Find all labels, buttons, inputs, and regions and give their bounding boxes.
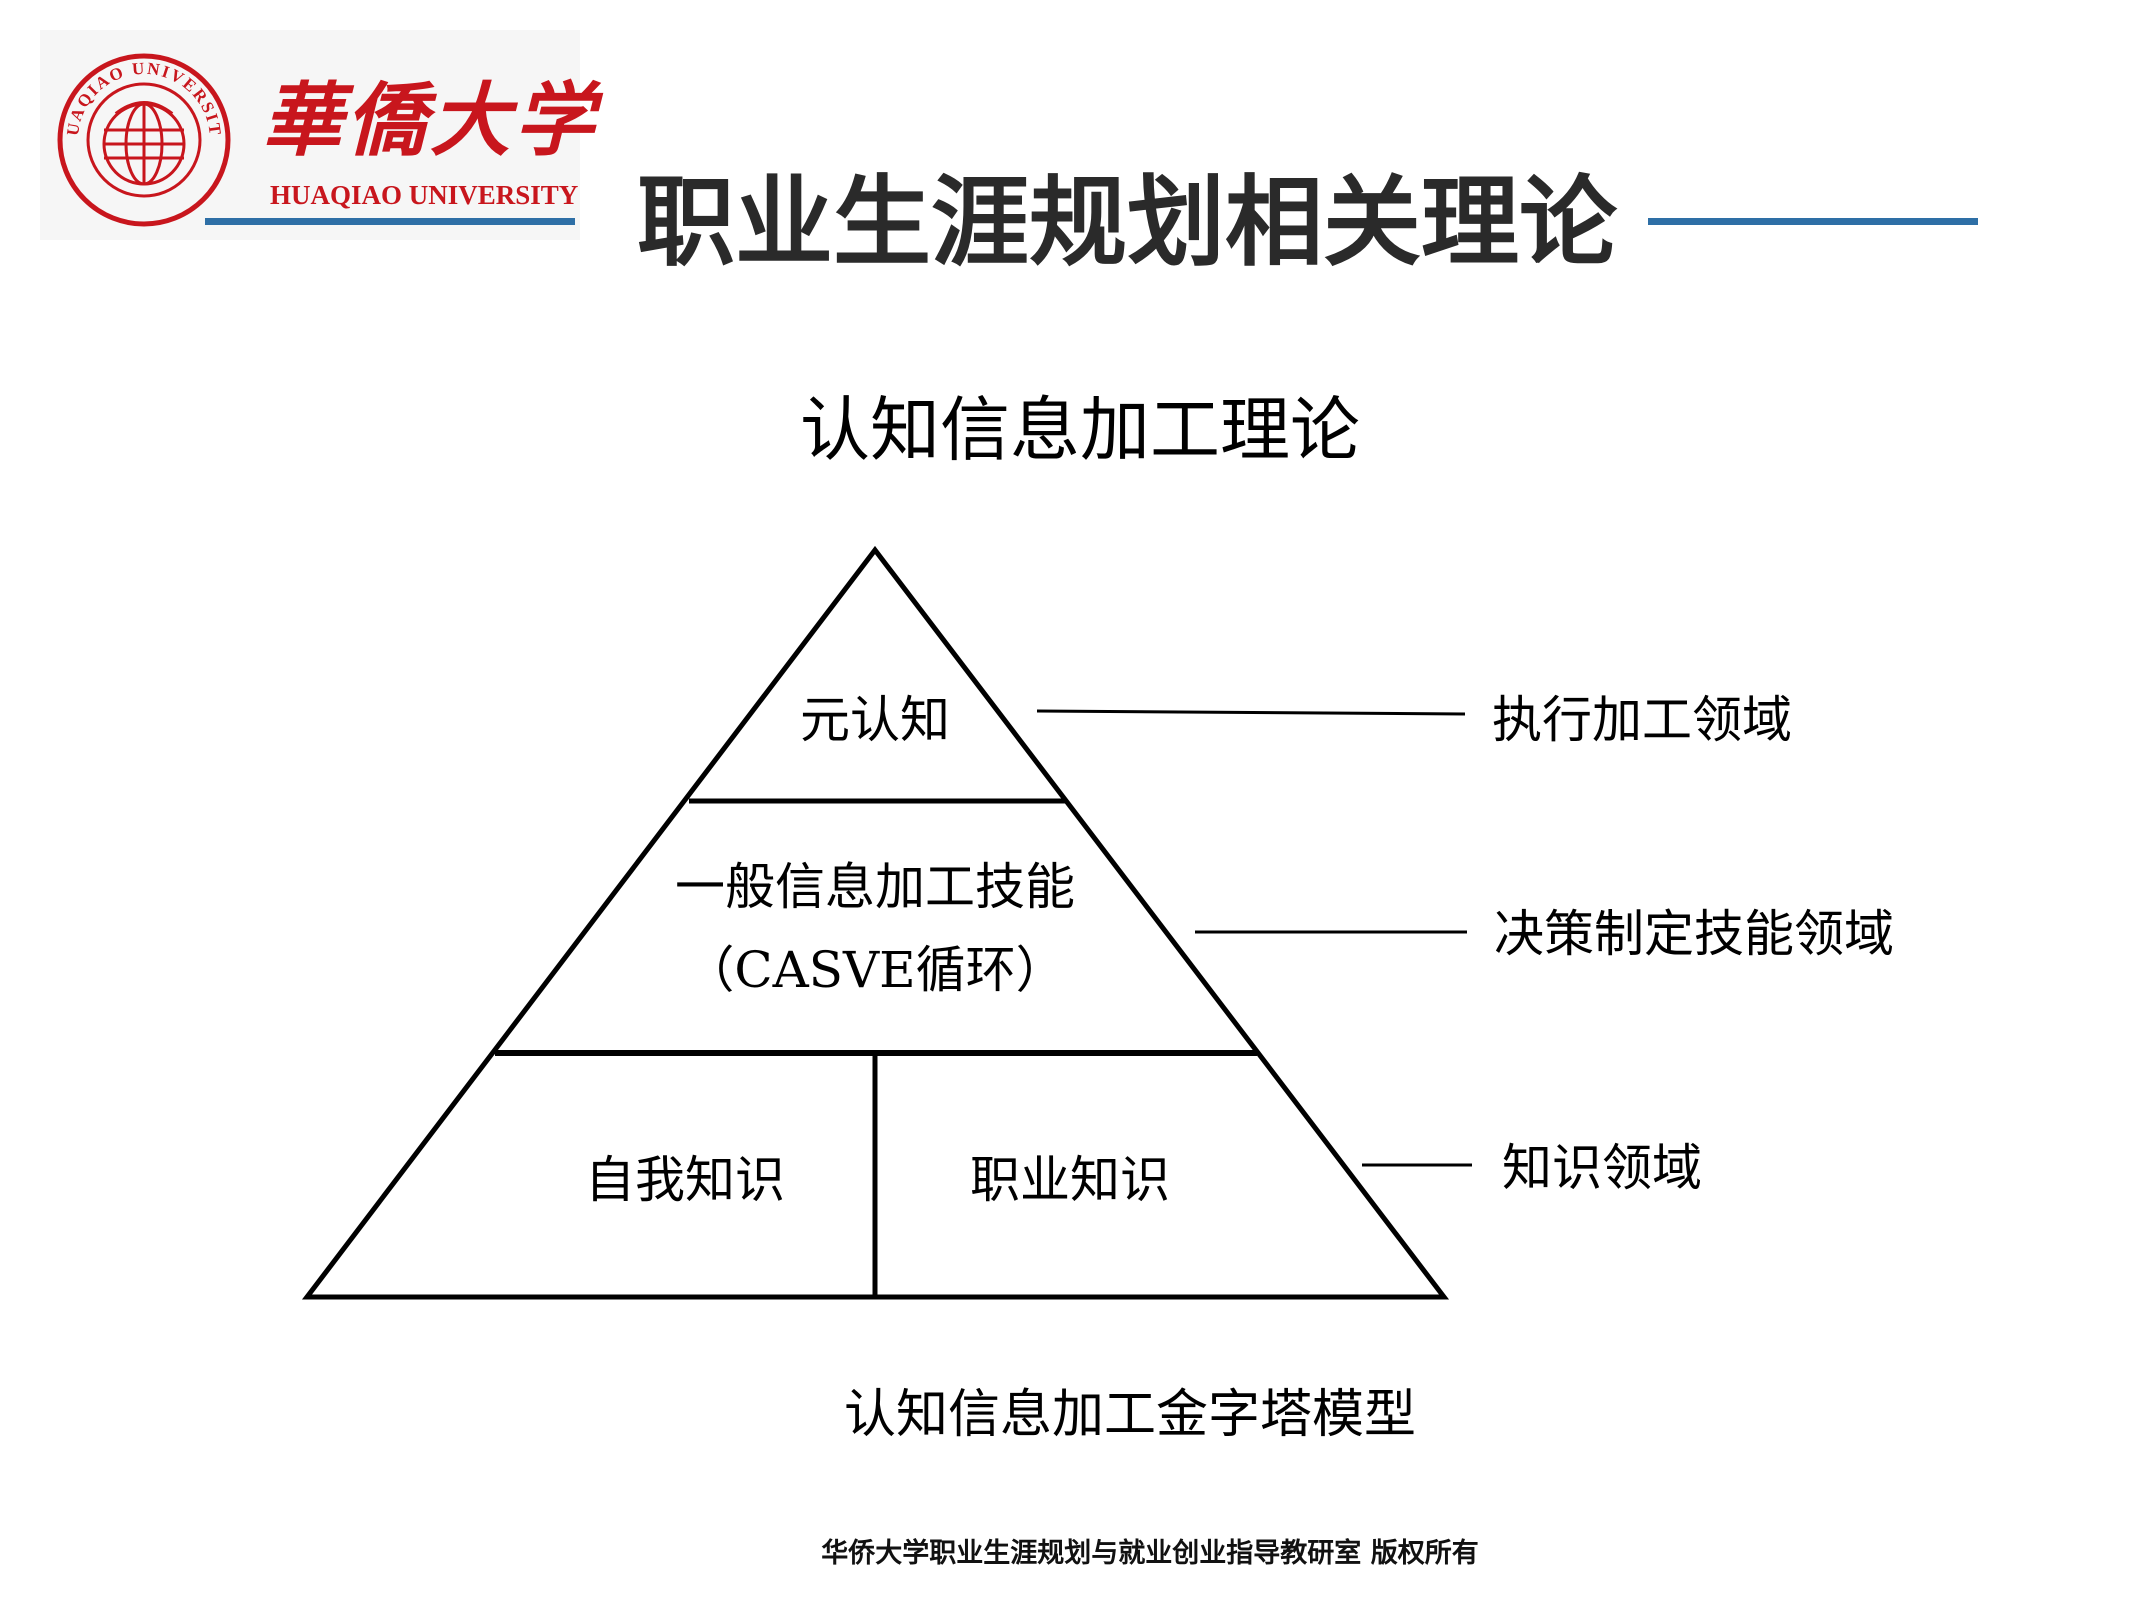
university-seal-icon: HUAQIAO UNIVERSITY [56,52,231,227]
domain-executive-processing: 执行加工领域 [1492,691,1792,749]
title-rule-left [205,218,575,225]
connector-top [1036,709,1466,716]
domain-knowledge: 知识领域 [1502,1139,1702,1197]
diagram-caption: 认知信息加工金字塔模型 [843,1385,1416,1445]
layer-metacognition: 元认知 [800,691,950,749]
page-title: 职业生涯规划相关理论 [636,166,1617,280]
domain-decision-making: 决策制定技能领域 [1494,905,1894,963]
layer-general-skills-line2: （CASVE循环） [684,941,1066,999]
university-name-en: HUAQIAO UNIVERSITY [270,180,579,210]
footer-copyright: 华侨大学职业生涯规划与就业创业指导教研室 版权所有 [821,1538,1479,1569]
layer-occupational-knowledge: 职业知识 [970,1151,1170,1209]
diagram-title: 认知信息加工理论 [800,389,1360,471]
layer-general-skills-line1: 一般信息加工技能 [675,858,1075,916]
university-logo: HUAQIAO UNIVERSITY 華僑大学 HUAQIAO UNIVERSI… [40,30,598,240]
university-name-cn: 華僑大学 [262,73,598,167]
layer-self-knowledge: 自我知识 [585,1151,785,1209]
title-rule-right [1648,218,1978,225]
